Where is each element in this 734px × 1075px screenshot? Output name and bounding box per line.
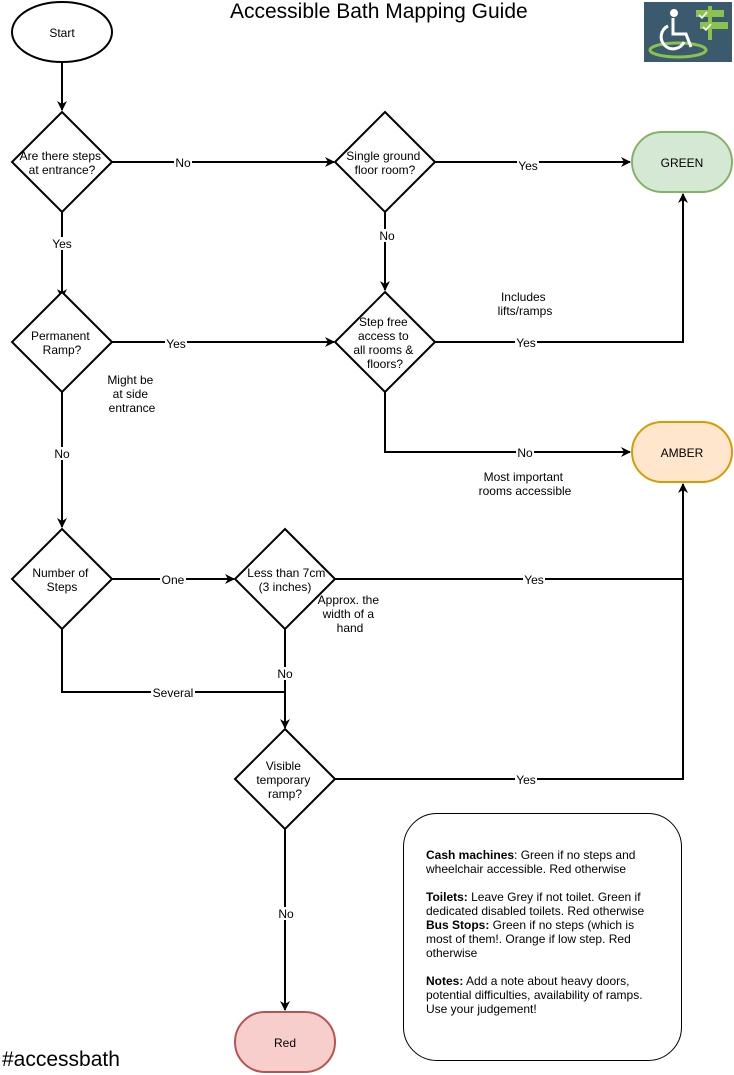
outcome-red-label: Red — [274, 1036, 296, 1050]
edge-labels: No Yes Yes No Yes Yes No No One Yes No S… — [51, 156, 545, 921]
edge-label: Yes — [524, 573, 544, 587]
decision-step-free — [333, 290, 437, 394]
outcome-amber — [631, 421, 733, 483]
decision-step-free-label: Step free access to all rooms & floors? — [353, 315, 416, 371]
edge-label: No — [277, 667, 293, 681]
edge-label: Yes — [516, 336, 536, 350]
decision-single-ground-label: Single ground floor room? — [346, 149, 423, 177]
decision-visible-ramp-label: Visible temporary ramp? — [256, 759, 313, 801]
decision-permanent-ramp-label: Permanent Ramp? — [31, 329, 93, 357]
outcome-red — [234, 1011, 336, 1073]
notes-content: Cash machines: Green if no steps and whe… — [426, 848, 656, 1021]
decision-steps-entrance — [10, 110, 114, 214]
edge-label: No — [54, 447, 70, 461]
edge-label: Yes — [518, 159, 538, 173]
edge-less-amber — [335, 483, 688, 580]
edge-visible-amber — [335, 579, 684, 780]
decision-number-steps-label: Number of Steps — [32, 566, 91, 594]
outcome-green-label: GREEN — [661, 156, 704, 170]
start-node — [11, 1, 113, 63]
annotation-side-entrance: Might be at side entrance — [107, 373, 156, 415]
note-cash: Cash machines: Green if no steps and whe… — [426, 848, 636, 876]
edge-number-several — [61, 629, 285, 693]
edge-label: No — [278, 907, 294, 921]
edge-stepfree-green — [435, 193, 688, 343]
decision-less-than — [233, 527, 337, 631]
edge-stepfree-amber — [384, 392, 631, 457]
decision-visible-ramp — [233, 727, 337, 831]
start-node-label: Start — [49, 26, 75, 40]
annotation-lifts: Includes lifts/ramps — [498, 290, 553, 318]
edge-label: Several — [153, 686, 194, 700]
edge-label: Yes — [166, 337, 186, 351]
edge-label: No — [379, 229, 395, 243]
decision-permanent-ramp — [10, 290, 114, 394]
decision-less-than-label: Less than 7cm (3 inches) — [247, 566, 328, 594]
decision-steps-entrance-label: Are there steps at entrance? — [20, 149, 105, 177]
edge-label: No — [175, 156, 191, 170]
edge-label: Yes — [516, 773, 536, 787]
hashtag: #accessbath — [2, 1048, 120, 1071]
notes-box: Cash machines: Green if no steps and whe… — [403, 813, 682, 1061]
page-title: Accessible Bath Mapping Guide — [230, 0, 528, 23]
annotation-hand-width: Approx. the width of a hand — [318, 593, 383, 635]
outcome-amber-label: AMBER — [661, 446, 704, 460]
note-general: Notes: Add a note about heavy doors, pot… — [426, 974, 643, 1016]
wheelchair-signpost-logo — [644, 2, 732, 62]
edge-label: One — [162, 573, 185, 587]
note-bus: Bus Stops: Green if no steps (which is m… — [426, 918, 635, 960]
decision-number-steps — [10, 527, 114, 631]
annotation-important-rooms: Most important rooms accessible — [479, 470, 572, 498]
note-toilets: Toilets: Leave Grey if not toilet. Green… — [426, 890, 645, 918]
outcome-green — [631, 131, 733, 193]
edge-label: Yes — [52, 237, 72, 251]
decision-single-ground — [333, 110, 437, 214]
edge-label: No — [517, 446, 533, 460]
